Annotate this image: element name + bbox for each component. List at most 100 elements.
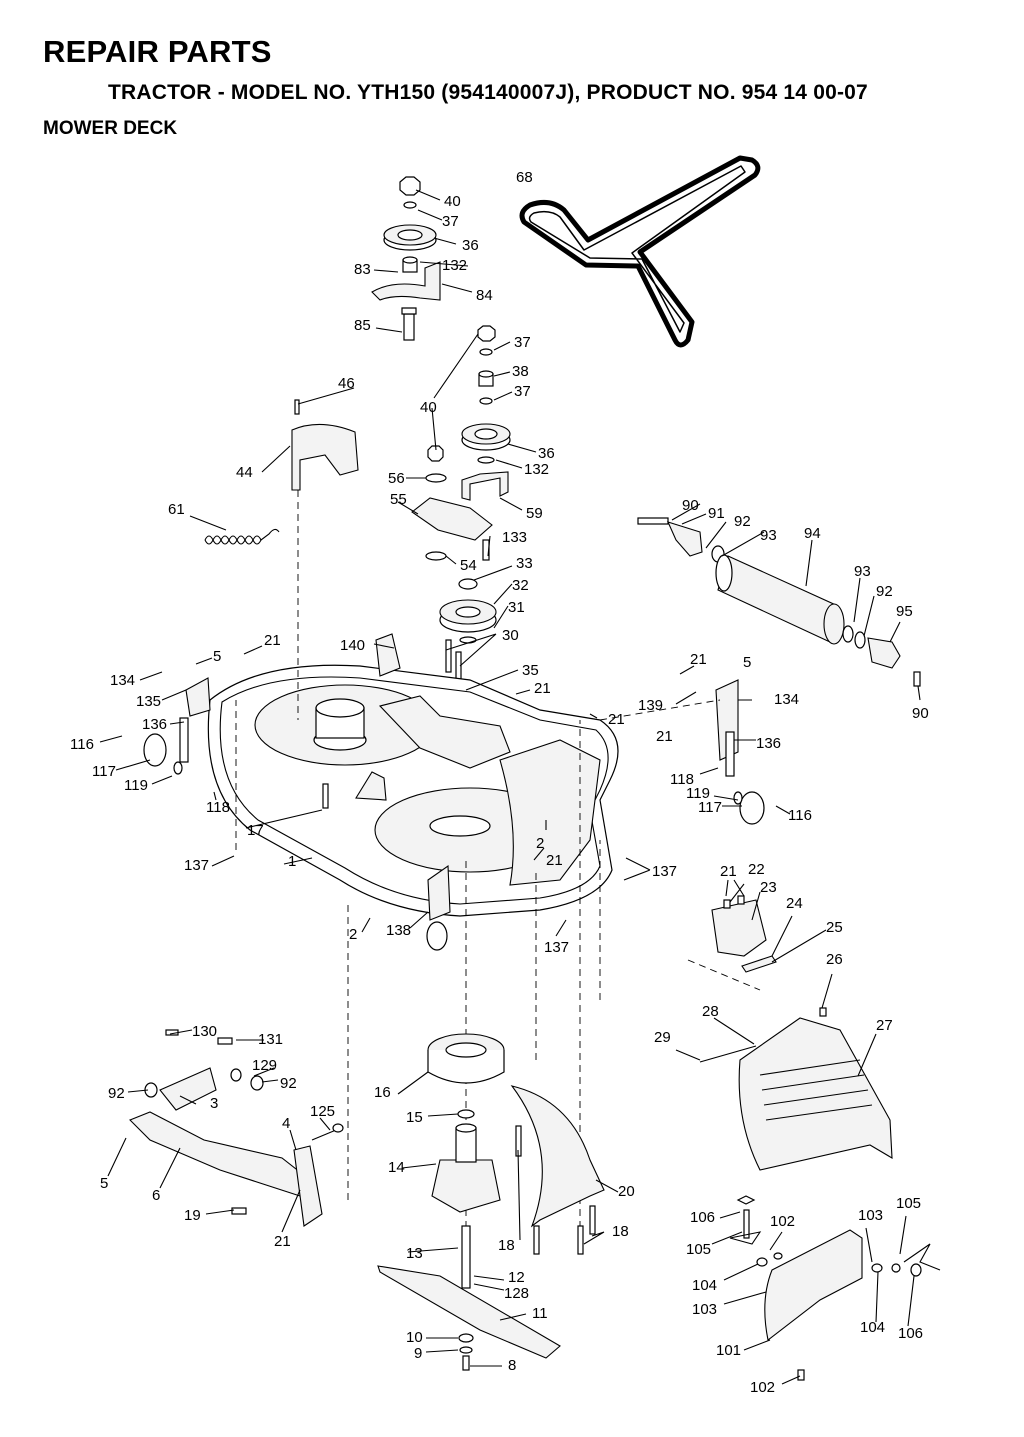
callout-61: 61	[168, 501, 185, 518]
callout-21: 21	[690, 651, 707, 668]
callout-56: 56	[388, 470, 405, 487]
callout-125: 125	[310, 1103, 335, 1120]
callout-140: 140	[340, 637, 365, 654]
callout-94: 94	[804, 525, 821, 542]
callout-104: 104	[692, 1277, 717, 1294]
callout-84: 84	[476, 287, 493, 304]
callout-38: 38	[512, 363, 529, 380]
callout-40: 40	[444, 193, 461, 210]
callout-21: 21	[534, 680, 551, 697]
callout-30: 30	[502, 627, 519, 644]
callout-132: 132	[524, 461, 549, 478]
callout-116: 116	[70, 736, 94, 753]
callout-117: 117	[698, 799, 722, 816]
callout-90: 90	[682, 497, 699, 514]
callout-102: 102	[770, 1213, 795, 1230]
section-title: MOWER DECK	[43, 118, 178, 139]
callout-5: 5	[100, 1175, 108, 1192]
spindle-pulley-center	[439, 578, 497, 681]
callout-35: 35	[522, 662, 539, 679]
callout-131: 131	[258, 1031, 283, 1048]
callout-137: 137	[652, 863, 677, 880]
callout-2: 2	[349, 926, 357, 943]
callout-102: 102	[750, 1379, 775, 1396]
callout-136: 136	[756, 735, 781, 752]
callout-14: 14	[388, 1159, 405, 1176]
callout-135: 135	[136, 693, 161, 710]
mower-deck-shell	[143, 633, 765, 951]
callout-128: 128	[504, 1285, 529, 1302]
callout-5: 5	[743, 654, 751, 671]
drive-belt-68	[519, 155, 761, 348]
callout-21: 21	[608, 711, 625, 728]
callout-104: 104	[860, 1319, 885, 1336]
callout-106: 106	[690, 1209, 715, 1226]
callout-37: 37	[442, 213, 459, 230]
page-title: REPAIR PARTS	[43, 34, 272, 69]
callout-46: 46	[338, 375, 355, 392]
leader-lines	[99, 189, 921, 1385]
callout-119: 119	[686, 785, 710, 802]
callout-28: 28	[702, 1003, 719, 1020]
deck-roller-assembly	[637, 517, 921, 687]
callout-32: 32	[512, 577, 529, 594]
callout-92: 92	[876, 583, 893, 600]
callout-105: 105	[686, 1241, 711, 1258]
callout-21: 21	[274, 1233, 291, 1250]
callout-13: 13	[406, 1245, 423, 1262]
callout-3: 3	[210, 1095, 218, 1112]
callout-29: 29	[654, 1029, 671, 1046]
callout-21: 21	[264, 632, 281, 649]
spring-61	[204, 528, 280, 545]
idler-pulley-stack-upper	[371, 176, 441, 341]
callout-17: 17	[247, 822, 264, 839]
callout-105: 105	[896, 1195, 921, 1212]
callout-2: 2	[536, 835, 544, 852]
callout-136: 136	[142, 716, 167, 733]
callout-134: 134	[774, 691, 799, 708]
callout-118: 118	[670, 771, 694, 788]
callout-22: 22	[748, 861, 765, 878]
callout-83: 83	[354, 261, 371, 278]
callout-16: 16	[374, 1084, 391, 1101]
idler-pulley-stack-lower	[411, 325, 511, 561]
callout-95: 95	[896, 603, 913, 620]
callout-132: 132	[442, 257, 467, 274]
callout-12: 12	[508, 1269, 525, 1286]
callout-37: 37	[514, 383, 531, 400]
deflector-hinge-bracket	[711, 895, 827, 1017]
callout-92: 92	[734, 513, 751, 530]
callout-37: 37	[514, 334, 531, 351]
callout-24: 24	[786, 895, 803, 912]
callout-118: 118	[206, 799, 230, 816]
part-callouts: 1 2 2 3 4 5 5 5 6 8 9 10 11 12 13 14 15 …	[70, 169, 929, 1396]
callout-6: 6	[152, 1187, 160, 1204]
callout-133: 133	[502, 529, 527, 546]
callout-5: 5	[213, 648, 221, 665]
callout-139: 139	[638, 697, 663, 714]
callout-137: 137	[184, 857, 209, 874]
callout-25: 25	[826, 919, 843, 936]
callout-85: 85	[354, 317, 371, 334]
callout-10: 10	[406, 1329, 423, 1346]
blade-spindle-assembly	[377, 1033, 605, 1371]
callout-23: 23	[760, 879, 777, 896]
callout-19: 19	[184, 1207, 201, 1224]
callout-21: 21	[720, 863, 737, 880]
callout-55: 55	[390, 491, 407, 508]
callout-36: 36	[538, 445, 555, 462]
callout-68: 68	[516, 169, 533, 186]
callout-18: 18	[612, 1223, 629, 1240]
callout-4: 4	[282, 1115, 290, 1132]
callout-21: 21	[656, 728, 673, 745]
callout-117: 117	[92, 763, 116, 780]
callout-26: 26	[826, 951, 843, 968]
callout-116: 116	[788, 807, 812, 824]
callout-138: 138	[386, 922, 411, 939]
callout-33: 33	[516, 555, 533, 572]
callout-91: 91	[708, 505, 725, 522]
callout-93: 93	[854, 563, 871, 580]
model-subtitle: TRACTOR - MODEL NO. YTH150 (954140007J),…	[108, 81, 868, 104]
callout-1: 1	[288, 853, 296, 870]
